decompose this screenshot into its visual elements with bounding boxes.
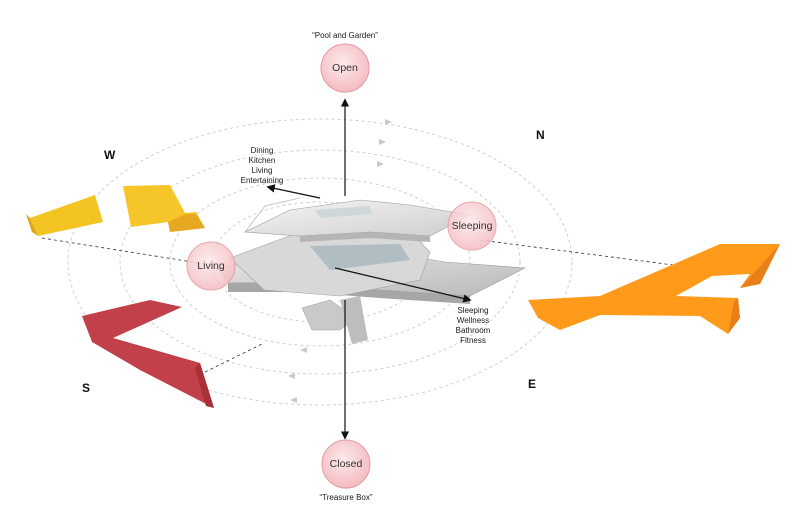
- sleeping-label: Sleeping: [451, 220, 493, 232]
- direction-west: W: [104, 148, 116, 162]
- direction-north: N: [536, 128, 545, 142]
- lower-program-item: Sleeping: [457, 306, 489, 315]
- building: [217, 197, 527, 344]
- direction-south: S: [82, 381, 91, 395]
- upper-program-item: Dining: [250, 146, 274, 155]
- south-red-wall: [82, 300, 214, 408]
- upper-program-item: Kitchen: [248, 156, 276, 165]
- orbit-arrows: [288, 119, 392, 403]
- lower-program-item: Fitness: [460, 336, 486, 345]
- lower-program-item: Bathroom: [455, 326, 491, 335]
- upper-program-item: Living: [251, 166, 273, 175]
- open-label: Open: [332, 62, 358, 74]
- lower-program-item: Wellness: [456, 316, 490, 325]
- open-caption: “Pool and Garden”: [312, 31, 378, 40]
- living-label: Living: [197, 260, 225, 272]
- direction-east: E: [528, 377, 537, 391]
- living-bubble: [186, 241, 236, 291]
- axis-arrows: [266, 98, 472, 440]
- open-bubble: [320, 43, 370, 93]
- lower-program-list: Sleeping Wellness Bathroom Fitness: [456, 306, 491, 346]
- orbit-rings: [67, 118, 573, 406]
- closed-caption: “Treasure Box”: [319, 493, 373, 502]
- west-yellow-walls: [26, 185, 205, 236]
- zone-bubbles: [186, 43, 497, 489]
- closed-bubble: [321, 439, 371, 489]
- upper-program-list: Dining Kitchen Living Entertaining: [241, 146, 284, 186]
- east-orange-wall: [528, 244, 780, 334]
- upper-program-item: Entertaining: [240, 176, 284, 185]
- closed-label: Closed: [329, 458, 363, 470]
- sleeping-bubble: [447, 201, 497, 251]
